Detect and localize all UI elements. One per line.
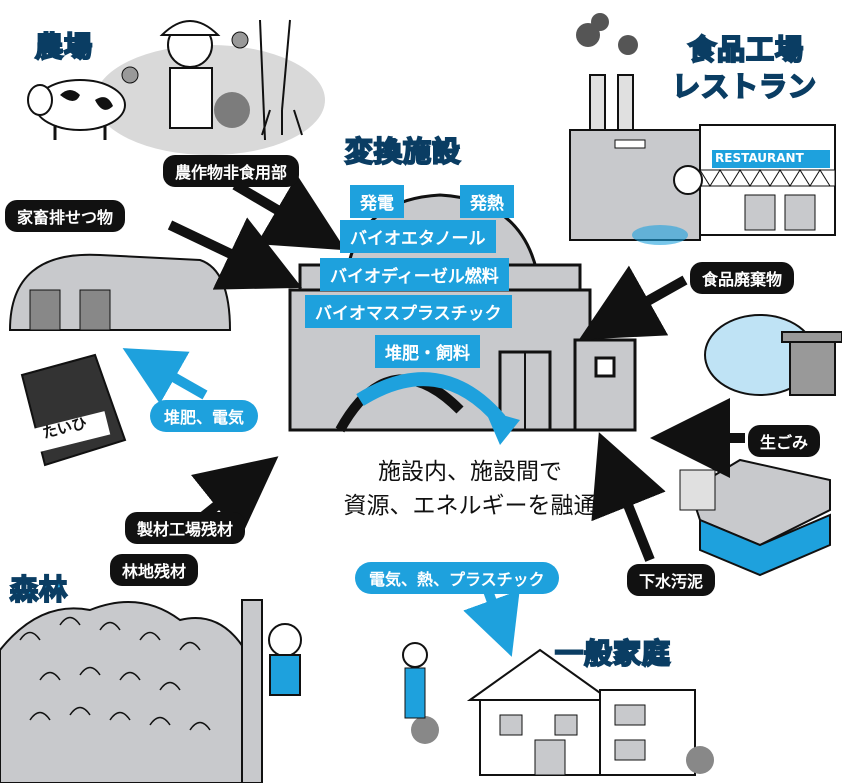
household-title: 一般家庭 [554, 636, 672, 671]
product-bioethanol: バイオエタノール [340, 220, 496, 253]
farm-illustration [27, 19, 325, 155]
product-heat: 発熱 [460, 185, 514, 218]
greenhouse-illustration [8, 253, 232, 331]
label-food-waste: 食品廃棄物 [690, 262, 795, 294]
forest-illustration [0, 599, 302, 783]
arrow-sewage-sludge [591, 432, 666, 562]
label-sewage-sludge: 下水汚泥 [627, 564, 716, 596]
garbage-illustration [704, 314, 842, 396]
factory-restaurant-illustration [569, 13, 836, 245]
conversion-facility-title: 変換施設 [344, 134, 462, 169]
sewage-plant-illustration [679, 458, 831, 577]
label-sawmill-residue: 製材工場残材 [125, 512, 246, 544]
product-biodiesel: バイオディーゼル燃料 [320, 258, 509, 291]
output-compost-electricity: 堆肥、電気 [150, 400, 259, 432]
product-compost-feed: 堆肥・飼料 [375, 335, 480, 368]
output-elec-heat-plastic: 電気、熱、プラスチック [355, 562, 559, 594]
forest-title: 森林 [9, 572, 69, 607]
product-power: 発電 [350, 185, 404, 218]
arrow-crop-residue [232, 175, 346, 251]
food-factory-title: 食品工場 [687, 32, 805, 67]
arrow-food-waste [578, 265, 688, 340]
arrow-elec-heat-plastic [463, 586, 520, 657]
center-caption: 施設内、施設間で 資源、エネルギーを融通 [320, 455, 620, 523]
farm-title: 農場 [34, 29, 94, 64]
output-arrows [122, 348, 520, 657]
label-forest-residue: 林地残材 [110, 554, 199, 586]
center-caption-line2: 資源、エネルギーを融通 [343, 493, 597, 519]
label-garbage: 生ごみ [748, 425, 821, 457]
label-livestock-waste: 家畜排せつ物 [5, 200, 126, 232]
product-bioplastic: バイオマスプラスチック [305, 295, 512, 328]
compost-bag-icon [20, 353, 127, 467]
label-crop-residue: 農作物非食用部 [163, 155, 300, 187]
farmer-icon [121, 19, 303, 141]
houses-illustration [360, 577, 714, 776]
cow-icon [27, 79, 126, 140]
restaurant-sign: RESTAURANT [715, 151, 804, 165]
restaurant-title: レストラン [671, 69, 818, 104]
center-caption-line1: 施設内、施設間で [378, 459, 562, 485]
arrow-livestock-waste [167, 217, 303, 290]
arrow-compost-electricity [122, 348, 208, 404]
